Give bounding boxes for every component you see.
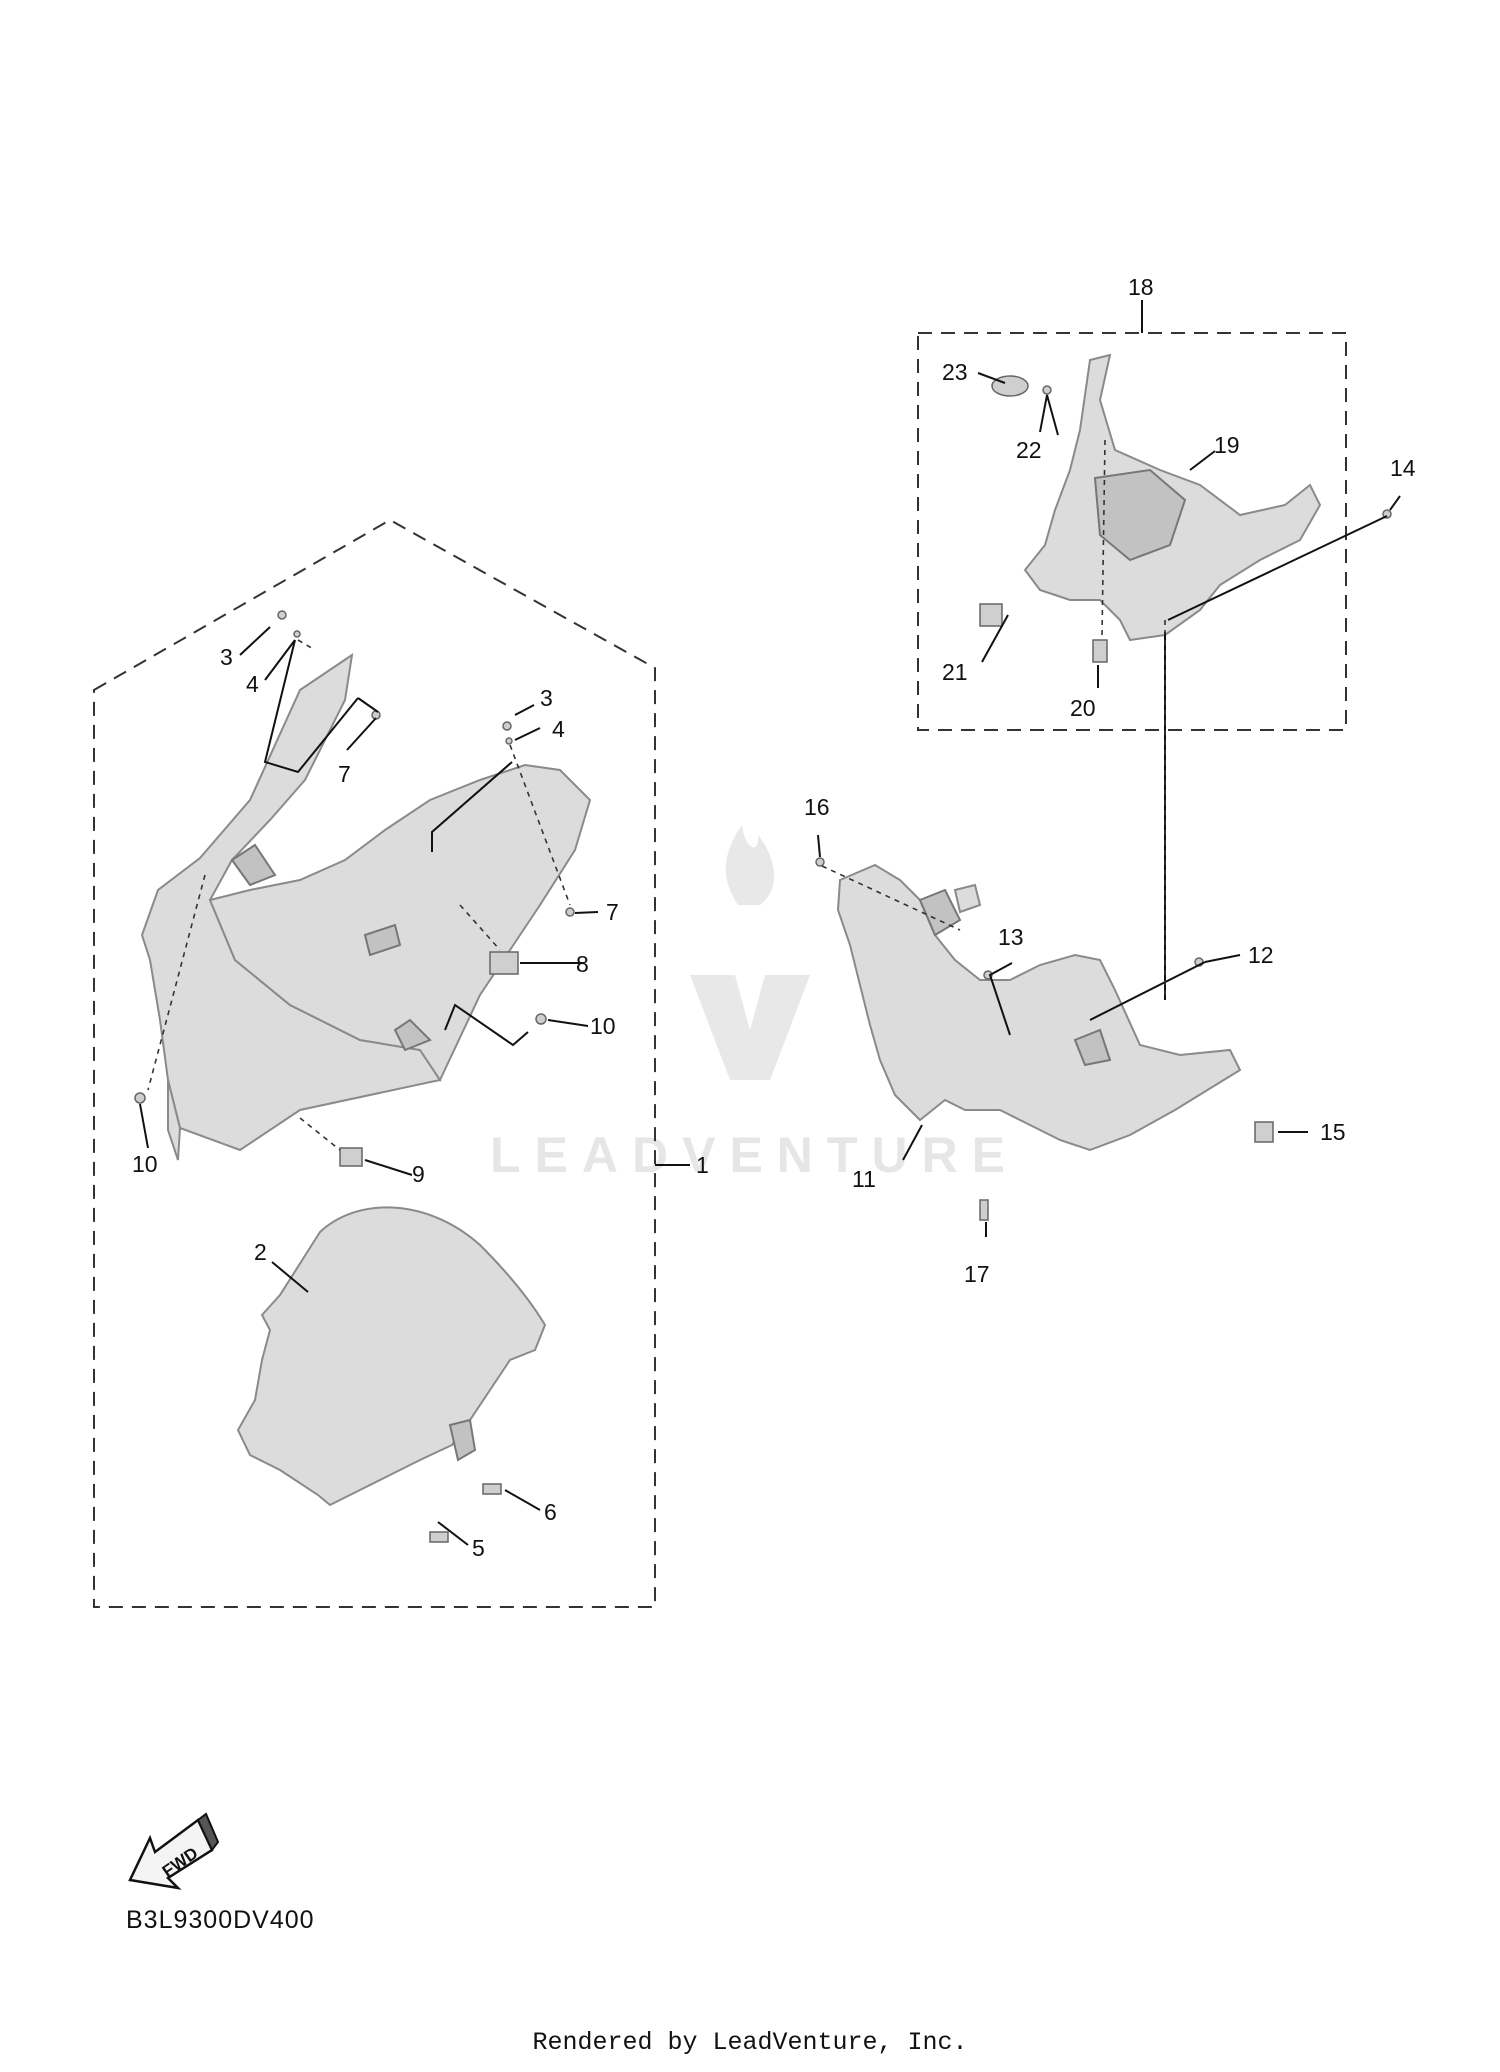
callout-19: 19 — [1214, 432, 1240, 458]
callouts-right: 11 12 13 14 15 16 17 18 19 20 21 22 23 — [804, 274, 1416, 1287]
callout-5: 5 — [472, 1535, 485, 1561]
windscreen — [236, 1206, 547, 1507]
callout-23: 23 — [942, 359, 968, 385]
callout-9: 9 — [412, 1161, 425, 1187]
callout-3a: 3 — [220, 644, 233, 670]
callout-8: 8 — [576, 951, 589, 977]
leader-lines-left — [139, 626, 690, 1546]
upper-cowling — [140, 652, 592, 1161]
callout-21: 21 — [942, 659, 968, 685]
guide-lines-right — [821, 439, 1166, 1000]
callout-12: 12 — [1248, 942, 1274, 968]
callout-1: 1 — [696, 1152, 709, 1178]
callout-13: 13 — [998, 924, 1024, 950]
callout-10b: 10 — [590, 1013, 616, 1039]
callout-16: 16 — [804, 794, 830, 820]
guide-lines-left — [147, 639, 571, 1151]
callout-18: 18 — [1128, 274, 1154, 300]
callout-22: 22 — [1016, 437, 1042, 463]
callout-6: 6 — [544, 1499, 557, 1525]
watermark-logo: LEADVENTURE — [490, 825, 1019, 1183]
callout-15: 15 — [1320, 1119, 1346, 1145]
watermark-text: LEADVENTURE — [490, 1127, 1019, 1183]
callout-4a: 4 — [246, 671, 259, 697]
assembly-1-boundary — [93, 518, 656, 1608]
callout-3b: 3 — [540, 685, 553, 711]
fairing-stay — [836, 863, 1242, 1152]
fwd-arrow-icon: FWD — [128, 1812, 220, 1890]
callout-17: 17 — [964, 1261, 990, 1287]
callout-14: 14 — [1390, 455, 1416, 481]
hardware — [134, 375, 1392, 1543]
callouts-left: 1 2 3 3 4 4 5 6 7 7 8 9 10 10 — [132, 644, 709, 1561]
callout-20: 20 — [1070, 695, 1096, 721]
callout-7a: 7 — [338, 761, 351, 787]
assembly-18-boundary — [917, 332, 1347, 731]
callout-4b: 4 — [552, 716, 565, 742]
upper-bracket — [1023, 353, 1322, 642]
callout-10a: 10 — [132, 1151, 158, 1177]
callout-11: 11 — [852, 1166, 876, 1192]
footer-credit: Rendered by LeadVenture, Inc. — [532, 2028, 968, 2057]
callout-7b: 7 — [606, 899, 619, 925]
diagram-code: B3L9300DV400 — [126, 1906, 315, 1934]
callout-2: 2 — [254, 1239, 267, 1265]
